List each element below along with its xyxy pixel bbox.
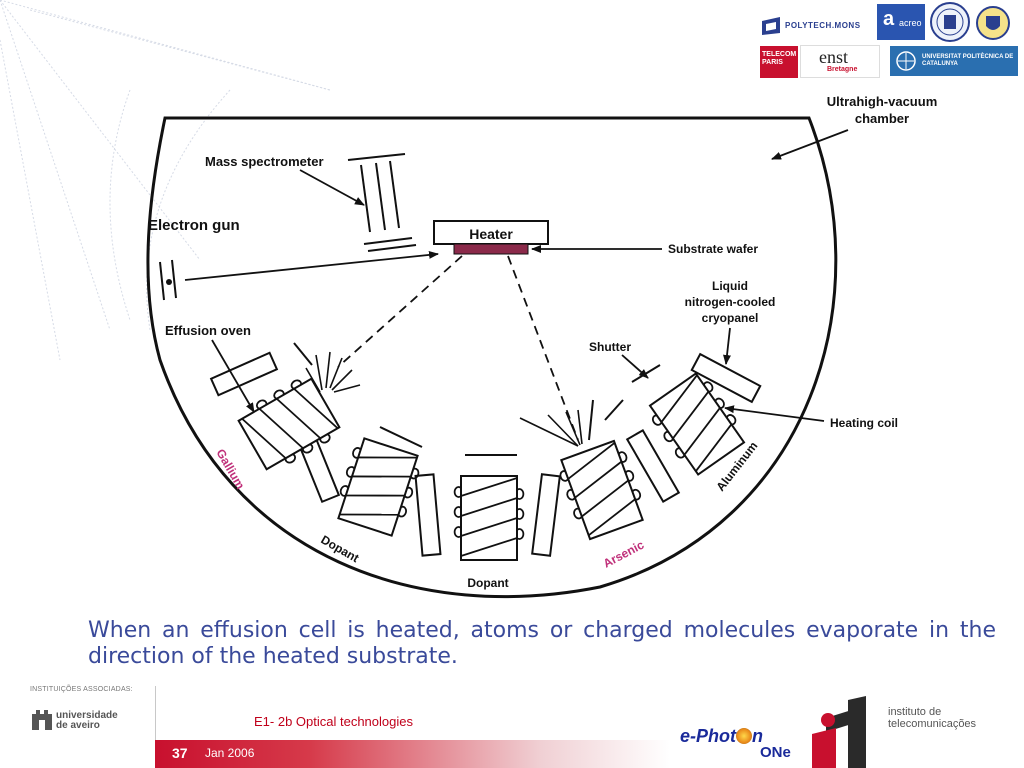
upc-logo: UNIVERSITAT POLITÈCNICA DE CATALUNYA bbox=[890, 46, 1018, 76]
page-number: 37 bbox=[172, 745, 188, 761]
polytech-mons-logo: POLYTECH.MONS bbox=[760, 12, 872, 40]
university-name-line-2: de aveiro bbox=[56, 720, 100, 731]
substrate-wafer bbox=[453, 243, 529, 255]
chamber-label-line-2: chamber bbox=[855, 111, 909, 126]
ephoton-logo-text: e-Phot bbox=[680, 726, 736, 746]
it-name-line-2: telecomunicações bbox=[888, 718, 977, 730]
ephoton-logo-on: n bbox=[752, 726, 763, 746]
shutters bbox=[293, 342, 661, 456]
cryopanel-arrow bbox=[723, 327, 731, 365]
enst-subtitle-text: Bretagne bbox=[827, 66, 858, 73]
university-name-line-1: universidade bbox=[56, 710, 118, 721]
heater-label: Heater bbox=[469, 226, 513, 242]
dopant-bottom-label: Dopant bbox=[467, 576, 508, 590]
arsenic-label: Arsenic bbox=[601, 537, 647, 570]
shutter-label: Shutter bbox=[589, 340, 631, 354]
heating-coil-label: Heating coil bbox=[830, 416, 898, 430]
electron-gun bbox=[159, 259, 177, 301]
substrate-wafer-label: Substrate wafer bbox=[668, 242, 758, 256]
polytech-emblem-icon bbox=[762, 17, 780, 35]
chamber-label-line-1: Ultrahigh-vacuum bbox=[827, 94, 938, 109]
cryopanel-label-line-2: nitrogen-cooled bbox=[685, 295, 776, 309]
mass-spectrometer-label: Mass spectrometer bbox=[205, 154, 324, 169]
telecom-paris-logo-text: TELECOM PARIS bbox=[762, 51, 797, 66]
upc-emblem-icon bbox=[896, 51, 916, 71]
cryopanel-label-line-1: Liquid bbox=[712, 279, 748, 293]
heating-coil-arrow bbox=[724, 405, 825, 422]
acreo-logo-text: acreo bbox=[899, 18, 922, 28]
footer-bar bbox=[155, 740, 670, 768]
telecom-paris-logo: TELECOM PARIS bbox=[760, 46, 798, 78]
effusion-oven-gallium bbox=[234, 372, 344, 476]
it-logo-icon bbox=[812, 696, 866, 768]
mbe-diagram: Ultrahigh-vacuum chamber Mass spectromet… bbox=[146, 94, 938, 599]
one-logo-text: ONe bbox=[760, 744, 791, 761]
university-name: universidade de aveiro bbox=[56, 711, 118, 731]
polytech-logo-text: POLYTECH.MONS bbox=[785, 21, 861, 30]
enst-bretagne-logo: enst Bretagne bbox=[800, 45, 880, 78]
slide-date: Jan 2006 bbox=[205, 746, 255, 760]
footer-divider bbox=[155, 686, 156, 740]
dopant-left-label: Dopant bbox=[319, 532, 362, 565]
effusion-oven-dopant-bottom bbox=[453, 475, 525, 561]
mass-spectrometer-arrow bbox=[299, 169, 365, 206]
enst-logo-text: enst bbox=[819, 47, 848, 67]
cryopanel-label-line-3: cryopanel bbox=[702, 311, 759, 325]
university-seal-icon bbox=[930, 2, 970, 42]
course-title: E1- 2b Optical technologies bbox=[254, 714, 413, 729]
acreo-logo: a acreo bbox=[877, 4, 925, 40]
effusion-oven-label: Effusion oven bbox=[165, 323, 251, 338]
electron-beam-arrow bbox=[184, 250, 439, 281]
globe-icon bbox=[736, 728, 752, 744]
mass-spectrometer bbox=[347, 153, 417, 252]
electron-gun-dot bbox=[166, 279, 172, 285]
crest-seal-icon bbox=[976, 6, 1010, 40]
university-aveiro-icon bbox=[32, 710, 52, 730]
chamber-arrow bbox=[771, 129, 849, 160]
molecular-beams bbox=[337, 255, 579, 441]
effusion-oven-arrow bbox=[211, 339, 255, 413]
electron-gun-label: Electron gun bbox=[148, 217, 240, 234]
it-name-line-1: instituto de bbox=[888, 706, 942, 718]
slide-caption: When an effusion cell is heated, atoms o… bbox=[88, 618, 996, 669]
upc-logo-text: UNIVERSITAT POLITÈCNICA DE CATALUNYA bbox=[922, 54, 1014, 67]
arsenic-spray bbox=[519, 409, 583, 447]
effusion-oven-dopant-left bbox=[331, 435, 425, 539]
vacuum-chamber-wall bbox=[146, 116, 838, 599]
ephoton-logo: e-Phot n bbox=[680, 726, 763, 747]
it-name: instituto de telecomunicações bbox=[888, 706, 976, 730]
shutter-arrow bbox=[621, 354, 649, 379]
institutions-label: INSTITUIÇÕES ASSOCIADAS: bbox=[30, 686, 133, 693]
